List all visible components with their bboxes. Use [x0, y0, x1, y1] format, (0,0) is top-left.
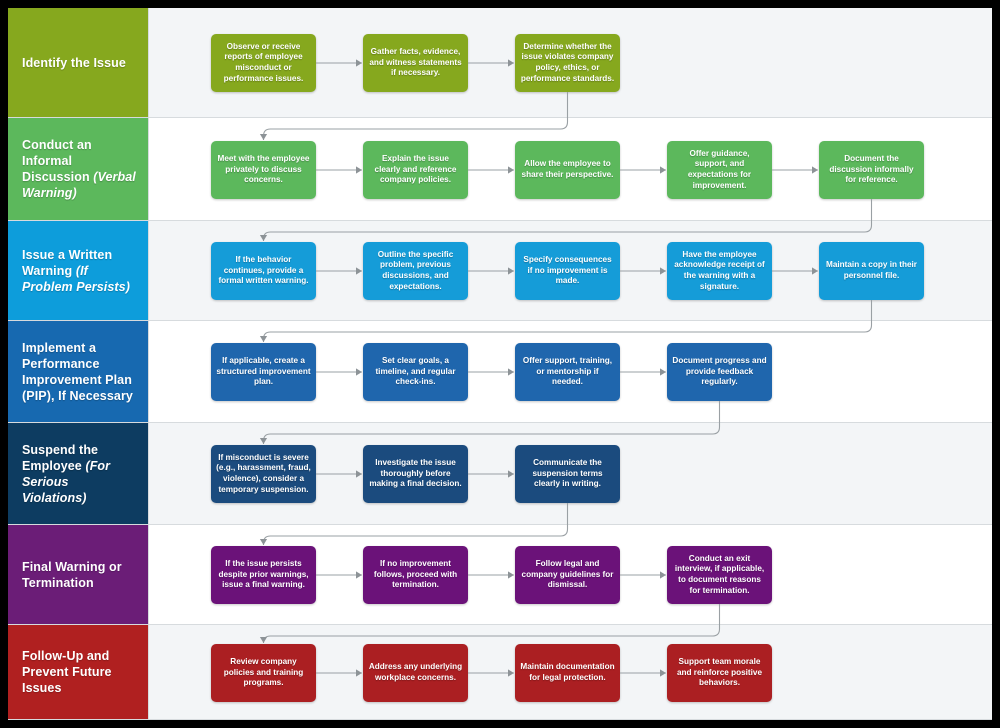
process-node[interactable]: If the behavior continues, provide a for… — [211, 242, 316, 300]
lane-body-identify: Observe or receive reports of employee m… — [148, 8, 992, 117]
lane-body-follow-up: Review company policies and training pro… — [148, 625, 992, 719]
process-node-label: Observe or receive reports of employee m… — [223, 41, 304, 83]
lane-header-pip[interactable]: Implement a Performance Improvement Plan… — [8, 321, 148, 422]
process-node[interactable]: Communicate the suspension terms clearly… — [515, 445, 620, 503]
lane-header-informal-discussion[interactable]: Conduct an Informal Discussion (Verbal W… — [8, 118, 148, 220]
lane-title-suspend: Suspend the Employee (For Serious Violat… — [22, 442, 136, 506]
lane-title-pip: Implement a Performance Improvement Plan… — [22, 340, 136, 404]
process-node-label: Set clear goals, a timeline, and regular… — [375, 356, 456, 387]
lane-title-qualifier: (If Problem Persists) — [22, 263, 130, 294]
lane-body-final-warning: If the issue persists despite prior warn… — [148, 525, 992, 624]
process-node-label: Document the discussion informally for r… — [829, 154, 914, 185]
lane-title-main: Follow-Up and Prevent Future Issues — [22, 649, 112, 695]
lane-title-main: Suspend the Employee — [22, 442, 99, 473]
process-node[interactable]: Address any underlying workplace concern… — [363, 644, 468, 702]
process-node[interactable]: If the issue persists despite prior warn… — [211, 546, 316, 604]
process-node[interactable]: Offer support, training, or mentorship i… — [515, 343, 620, 401]
swimlane-written-warning: Issue a Written Warning (If Problem Pers… — [8, 221, 992, 321]
lane-title-follow-up: Follow-Up and Prevent Future Issues — [22, 648, 136, 696]
lane-header-written-warning[interactable]: Issue a Written Warning (If Problem Pers… — [8, 221, 148, 320]
process-node[interactable]: Maintain documentation for legal protect… — [515, 644, 620, 702]
process-node[interactable]: Review company policies and training pro… — [211, 644, 316, 702]
lane-title-main: Implement a Performance Improvement Plan… — [22, 340, 133, 403]
process-node[interactable]: Set clear goals, a timeline, and regular… — [363, 343, 468, 401]
process-node-label: Maintain documentation for legal protect… — [520, 662, 615, 682]
lane-title-qualifier: (Verbal Warning) — [22, 170, 136, 200]
process-node[interactable]: Meet with the employee privately to disc… — [211, 141, 316, 199]
process-node-label: Support team morale and reinforce positi… — [676, 657, 763, 688]
process-node-label: If misconduct is severe (e.g., harassmen… — [216, 452, 311, 494]
process-node-label: Communicate the suspension terms clearly… — [532, 458, 603, 489]
process-node-label: Investigate the issue thoroughly before … — [369, 458, 462, 489]
process-node-label: Explain the issue clearly and reference … — [374, 154, 457, 185]
lane-header-follow-up[interactable]: Follow-Up and Prevent Future Issues — [8, 625, 148, 719]
lane-title-main: Conduct an Informal Discussion — [22, 138, 94, 184]
process-node[interactable]: Explain the issue clearly and reference … — [363, 141, 468, 199]
process-node-label: Follow legal and company guidelines for … — [521, 559, 614, 590]
lane-body-written-warning: If the behavior continues, provide a for… — [148, 221, 992, 320]
lane-header-suspend[interactable]: Suspend the Employee (For Serious Violat… — [8, 423, 148, 524]
swimlane-suspend: Suspend the Employee (For Serious Violat… — [8, 423, 992, 525]
process-node[interactable]: Specify consequences if no improvement i… — [515, 242, 620, 300]
lane-title-main: Final Warning or Termination — [22, 559, 122, 590]
process-node[interactable]: Observe or receive reports of employee m… — [211, 34, 316, 92]
process-node-label: Outline the specific problem, previous d… — [377, 249, 454, 291]
process-node[interactable]: Investigate the issue thoroughly before … — [363, 445, 468, 503]
process-node[interactable]: Offer guidance, support, and expectation… — [667, 141, 772, 199]
process-node-label: If the issue persists despite prior warn… — [218, 559, 309, 590]
process-node[interactable]: Have the employee acknowledge receipt of… — [667, 242, 772, 300]
lane-body-informal-discussion: Meet with the employee privately to disc… — [148, 118, 992, 220]
process-node-label: Gather facts, evidence, and witness stat… — [369, 47, 462, 78]
process-node-label: If applicable, create a structured impro… — [216, 356, 311, 387]
swimlane-final-warning: Final Warning or Termination If the issue… — [8, 525, 992, 625]
swimlane-board: Identify the Issue Observe or receive rep… — [8, 8, 992, 720]
process-node-label: If no improvement follows, proceed with … — [373, 559, 458, 590]
process-node[interactable]: If applicable, create a structured impro… — [211, 343, 316, 401]
process-node[interactable]: If misconduct is severe (e.g., harassmen… — [211, 445, 316, 503]
lane-title-final-warning: Final Warning or Termination — [22, 559, 136, 591]
process-node-label: Allow the employee to share their perspe… — [521, 159, 614, 179]
process-node-label: Document progress and provide feedback r… — [672, 356, 767, 387]
process-node[interactable]: Conduct an exit interview, if applicable… — [667, 546, 772, 604]
process-node[interactable]: Determine whether the issue violates com… — [515, 34, 620, 92]
lane-title-identify: Identify the Issue — [22, 55, 126, 71]
lane-title-main: Identify the Issue — [22, 55, 126, 70]
process-node[interactable]: Allow the employee to share their perspe… — [515, 141, 620, 199]
process-node[interactable]: Maintain a copy in their personnel file. — [819, 242, 924, 300]
process-node-label: Offer support, training, or mentorship i… — [522, 356, 613, 387]
process-node-label: Have the employee acknowledge receipt of… — [674, 249, 765, 291]
lane-body-suspend: If misconduct is severe (e.g., harassmen… — [148, 423, 992, 524]
lane-title-qualifier: (For Serious Violations) — [22, 458, 111, 505]
process-node-label: Address any underlying workplace concern… — [368, 662, 463, 682]
process-node[interactable]: Document progress and provide feedback r… — [667, 343, 772, 401]
process-node-label: Conduct an exit interview, if applicable… — [674, 553, 765, 595]
process-node-label: Offer guidance, support, and expectation… — [687, 148, 752, 190]
lane-header-identify[interactable]: Identify the Issue — [8, 8, 148, 117]
swimlane-informal-discussion: Conduct an Informal Discussion (Verbal W… — [8, 118, 992, 221]
lane-title-written-warning: Issue a Written Warning (If Problem Pers… — [22, 247, 136, 295]
process-node[interactable]: If no improvement follows, proceed with … — [363, 546, 468, 604]
process-node-label: Meet with the employee privately to disc… — [217, 154, 310, 185]
process-node[interactable]: Support team morale and reinforce positi… — [667, 644, 772, 702]
process-node-label: If the behavior continues, provide a for… — [218, 255, 309, 286]
swimlane-identify: Identify the Issue Observe or receive rep… — [8, 8, 992, 118]
process-node[interactable]: Follow legal and company guidelines for … — [515, 546, 620, 604]
lane-title-informal-discussion: Conduct an Informal Discussion (Verbal W… — [22, 137, 136, 201]
swimlane-pip: Implement a Performance Improvement Plan… — [8, 321, 992, 423]
process-node[interactable]: Outline the specific problem, previous d… — [363, 242, 468, 300]
process-node[interactable]: Gather facts, evidence, and witness stat… — [363, 34, 468, 92]
process-node[interactable]: Document the discussion informally for r… — [819, 141, 924, 199]
lane-header-final-warning[interactable]: Final Warning or Termination — [8, 525, 148, 624]
process-node-label: Specify consequences if no improvement i… — [523, 255, 612, 286]
process-node-label: Determine whether the issue violates com… — [520, 41, 615, 83]
lane-title-main: Issue a Written Warning — [22, 247, 113, 278]
process-node-label: Maintain a copy in their personnel file. — [826, 260, 917, 280]
swimlane-follow-up: Follow-Up and Prevent Future Issues Revie… — [8, 625, 992, 720]
process-node-label: Review company policies and training pro… — [223, 657, 304, 688]
lane-body-pip: If applicable, create a structured impro… — [148, 321, 992, 422]
